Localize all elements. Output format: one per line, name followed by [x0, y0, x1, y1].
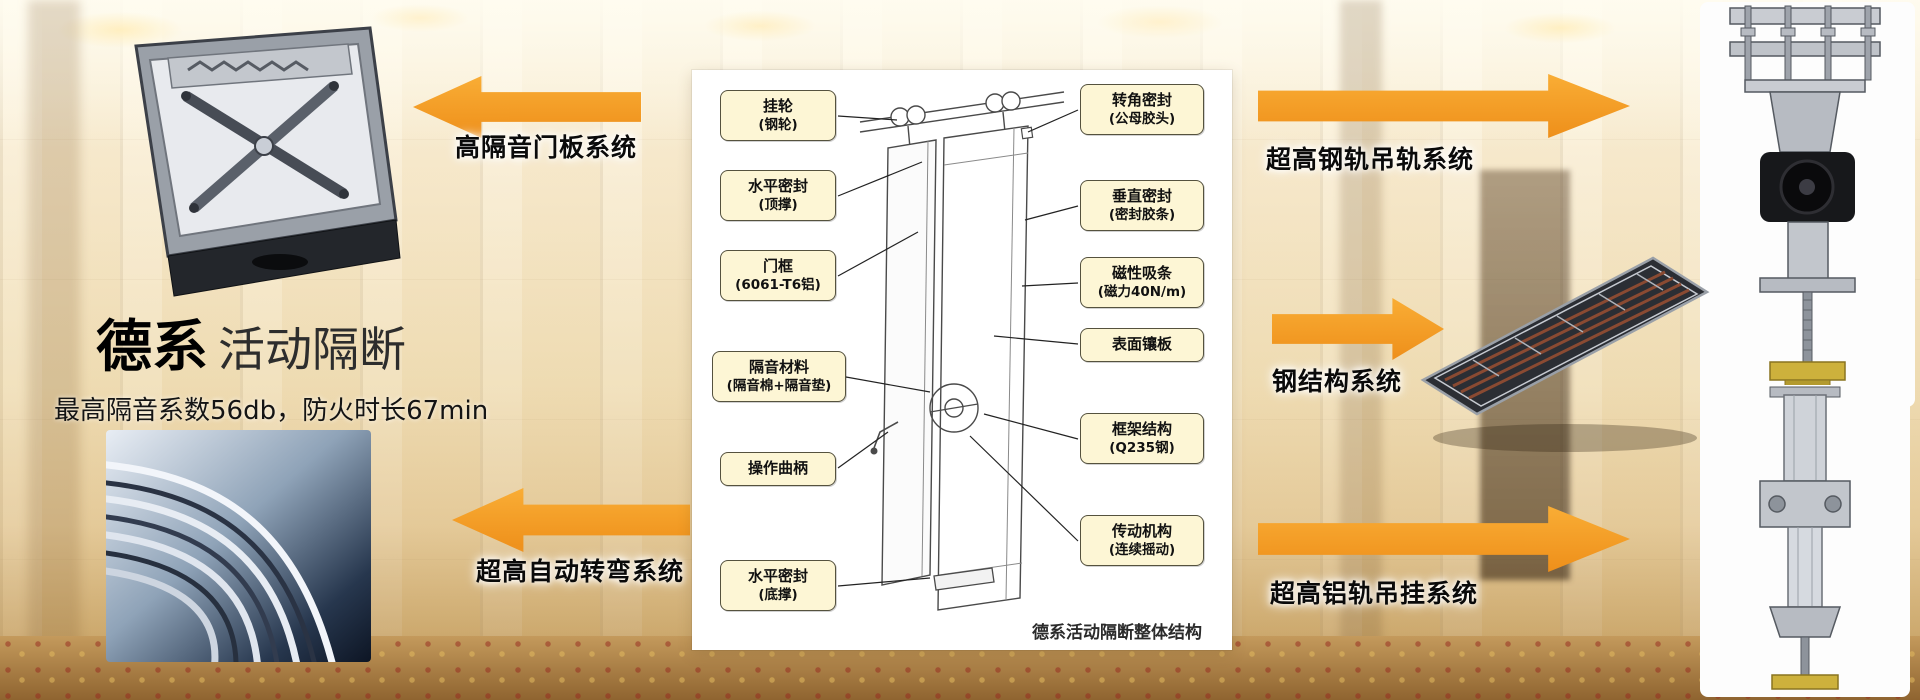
callout-line: 门框 [762, 257, 793, 275]
callout-surface-panel: 表面镶板 [1080, 328, 1204, 362]
callout-line: 操作曲柄 [747, 459, 808, 477]
partition-structure-drawing [837, 91, 1079, 611]
brand-title-light: 活动隔断 [218, 323, 406, 378]
steel-rail-arrow-right-icon [1258, 74, 1630, 138]
structure-diagram-panel: 挂轮 (钢轮) 水平密封 (顶撑) 门框 (6061-T6铝) 隔音材料 (隔音… [692, 70, 1232, 650]
callout-line: (密封胶条) [1108, 206, 1176, 223]
callout-hanging-wheel: 挂轮 (钢轮) [720, 90, 836, 142]
callout-vertical-seal: 垂直密封 (密封胶条) [1080, 180, 1204, 232]
callout-horizontal-seal-top: 水平密封 (顶撑) [720, 170, 836, 222]
callout-line: 水平密封 [747, 567, 808, 585]
diagram-caption: 德系活动隔断整体结构 [1032, 623, 1202, 643]
wall-shadow-left [28, 0, 80, 700]
door-panel-mechanism-photo [108, 8, 408, 298]
aluminum-rail-hanger-illustration [1700, 385, 1910, 697]
curved-track-photo [106, 430, 371, 662]
callout-line: (公母胶头) [1108, 110, 1176, 127]
aluminum-rail-hanger-photo [1700, 385, 1910, 697]
callout-corner-seal: 转角密封 (公母胶头) [1080, 84, 1204, 136]
curved-track-illustration [106, 430, 371, 662]
steel-structure-illustration [1420, 256, 1710, 452]
callout-line: 转角密封 [1111, 91, 1172, 109]
auto-turn-arrow-left-icon [452, 488, 690, 552]
brand-title: 德系活动隔断 [96, 302, 406, 383]
callout-line: 表面镶板 [1111, 335, 1172, 353]
callout-line: (底撑) [758, 586, 798, 603]
steel-structure-photo [1415, 230, 1715, 470]
callout-transmission-mechanism: 传动机构 (连续摇动) [1080, 515, 1204, 567]
steel-rail-hanger-illustration [1700, 2, 1915, 407]
callout-sound-insulation-material: 隔音材料 (隔音棉+隔音垫) [712, 351, 846, 403]
door-panel-system-label: 高隔音门板系统 [455, 133, 638, 162]
callout-line: (顶撑) [758, 196, 798, 213]
auto-turn-system-label: 超高自动转弯系统 [476, 557, 685, 586]
callout-operating-crank: 操作曲柄 [720, 452, 836, 486]
steel-rail-hanger-photo [1700, 2, 1915, 407]
steel-rail-track-system-label: 超高钢轨吊轨系统 [1266, 145, 1475, 174]
callout-line: (钢轮) [758, 116, 798, 133]
callout-line: (磁力40N/m) [1097, 283, 1187, 300]
callout-line: 水平密封 [747, 177, 808, 195]
callout-line: 磁性吸条 [1111, 264, 1172, 282]
callout-door-frame: 门框 (6061-T6铝) [720, 250, 836, 302]
brand-title-bold: 德系 [96, 315, 208, 380]
callout-magnetic-strip: 磁性吸条 (磁力40N/m) [1080, 257, 1204, 309]
callout-line: 垂直密封 [1111, 187, 1172, 205]
callout-line: 挂轮 [762, 97, 793, 115]
alu-rail-hanging-system-label: 超高铝轨吊挂系统 [1270, 579, 1479, 608]
brand-subtitle: 最高隔音系数56db，防火时长67min [54, 396, 489, 426]
callout-line: 隔音材料 [748, 358, 809, 376]
callout-line: (隔音棉+隔音垫) [726, 377, 832, 394]
callout-frame-structure: 框架结构 (Q235钢) [1080, 413, 1204, 465]
callout-line: 框架结构 [1111, 420, 1172, 438]
steel-structure-system-label: 钢结构系统 [1272, 367, 1403, 396]
callout-line: 传动机构 [1111, 522, 1172, 540]
callout-line: (Q235钢) [1109, 439, 1175, 456]
callout-line: (连续摇动) [1108, 541, 1176, 558]
callout-horizontal-seal-bottom: 水平密封 (底撑) [720, 560, 836, 612]
door-panel-mechanism-illustration [134, 26, 401, 297]
callout-line: (6061-T6铝) [735, 276, 821, 293]
alu-rail-arrow-right-icon [1258, 506, 1630, 572]
